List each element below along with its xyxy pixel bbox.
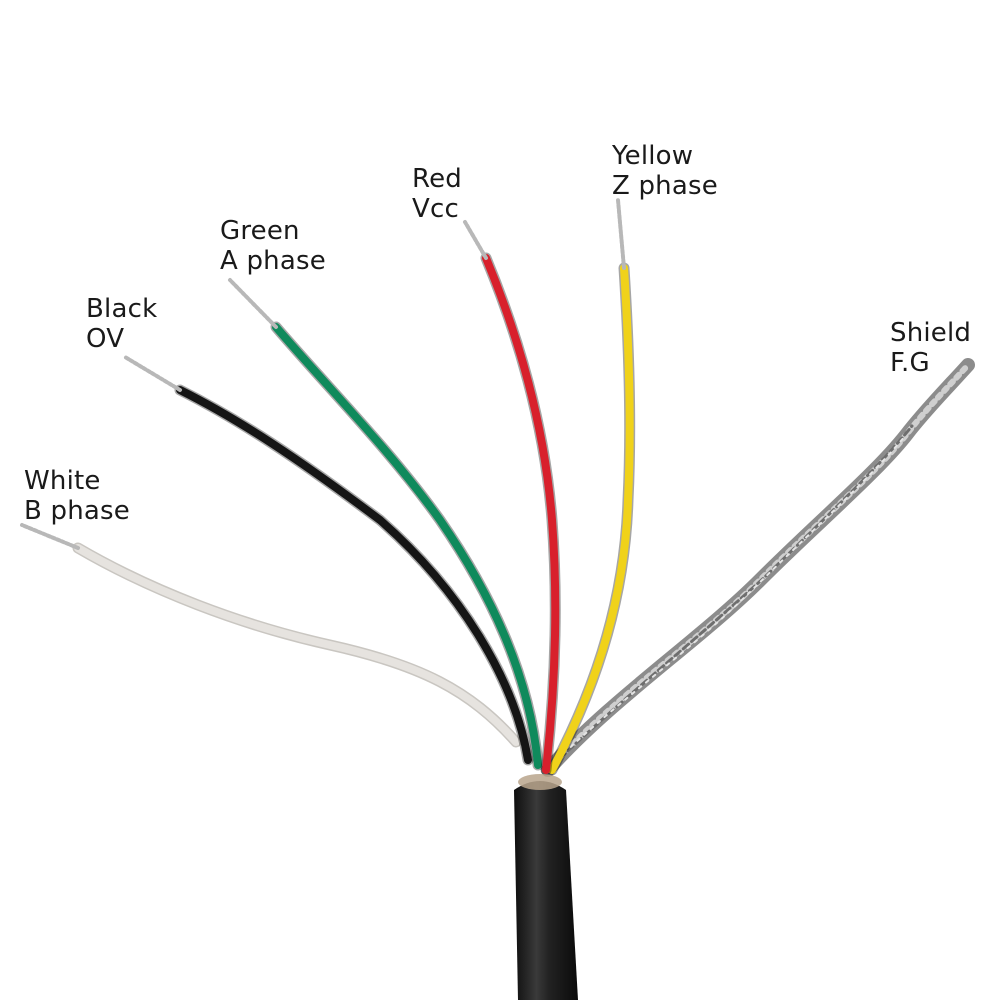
wire-red-conductor-tip [463, 220, 488, 260]
wire-black [123, 355, 534, 766]
label-white-color: White [24, 466, 101, 496]
label-red: Red Vcc [412, 164, 462, 224]
wire-white-conductor-tip [20, 523, 80, 550]
label-red-function: Vcc [412, 194, 459, 224]
label-shield-function: F.G [890, 348, 930, 378]
label-shield: Shield F.G [890, 318, 971, 378]
label-shield-color: Shield [890, 318, 972, 348]
shield-braid [541, 358, 975, 777]
label-white-function: B phase [24, 496, 130, 526]
wire-red [463, 220, 561, 776]
label-yellow: Yellow Z phase [612, 141, 718, 201]
wire-red-insulation [482, 254, 560, 774]
wire-yellow-conductor-tip [616, 198, 626, 270]
wire-yellow [546, 198, 636, 776]
wire-white-outline [72, 542, 522, 748]
wire-white-insulation [74, 544, 520, 746]
wire-black-conductor-tip [123, 355, 182, 392]
label-black-color: Black [86, 294, 158, 324]
label-black-function: OV [86, 324, 125, 354]
wire-green-insulation [272, 323, 542, 769]
wire-yellow-insulation [548, 264, 634, 774]
label-yellow-function: Z phase [612, 171, 718, 201]
label-red-color: Red [412, 164, 462, 194]
label-black: Black OV [86, 294, 157, 354]
label-green-function: A phase [220, 246, 326, 276]
label-white: White B phase [24, 466, 130, 526]
label-yellow-color: Yellow [612, 141, 694, 171]
wire-white [20, 523, 522, 748]
cable-jacket [514, 781, 578, 1000]
label-green: Green A phase [220, 216, 326, 276]
cable-end-conductors [518, 774, 562, 790]
wire-black-insulation [176, 386, 532, 764]
wire-green-conductor-tip [228, 278, 278, 329]
label-green-color: Green [220, 216, 300, 246]
wire-green [228, 278, 544, 771]
